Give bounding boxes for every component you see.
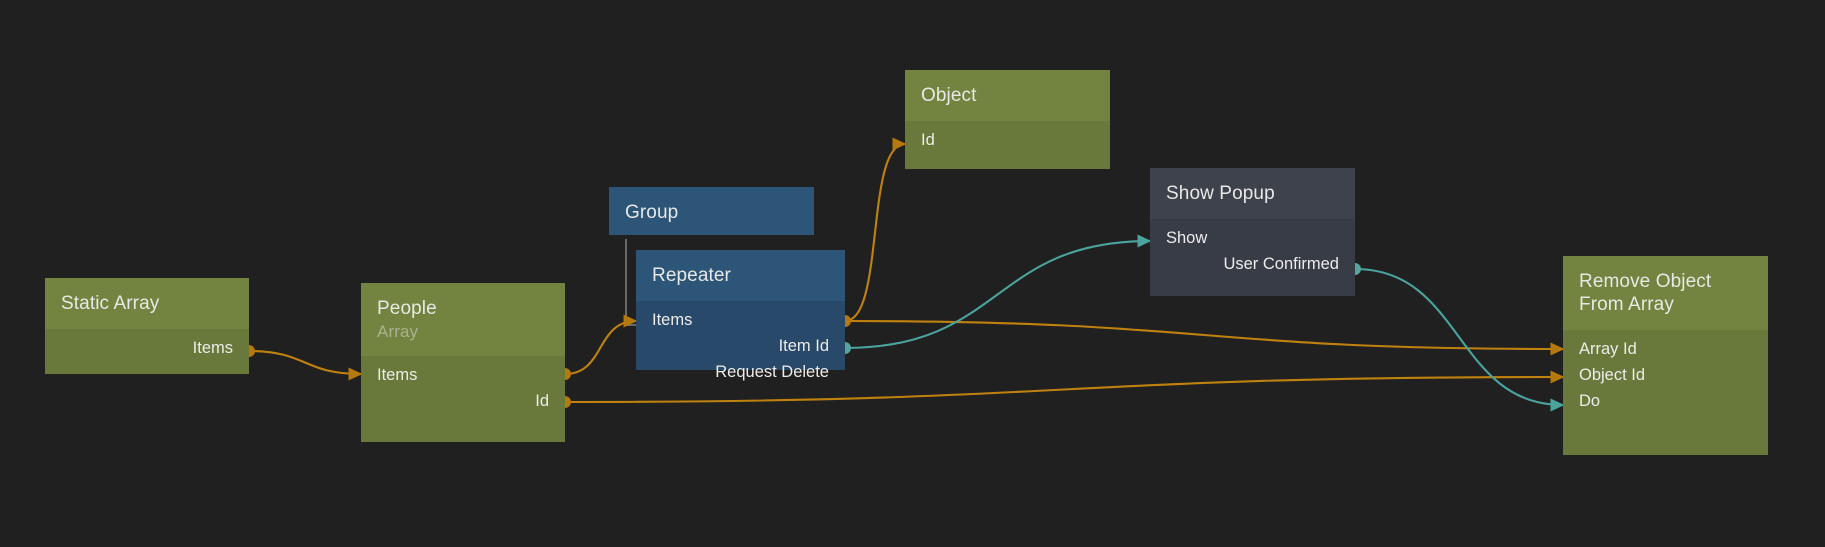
input-port-show-popup-show[interactable]: Show [1166, 229, 1208, 247]
edge-people-items-to-repeater-items[interactable] [564, 314, 638, 376]
node-subtitle-people: Array [377, 322, 419, 341]
input-port-remove-object-from-array-array-id[interactable]: Array Id [1579, 340, 1637, 358]
output-port-static-array-items[interactable]: Items [192, 339, 233, 357]
node-ports-object: Id [905, 121, 1110, 169]
output-port-show-popup-user-confirmed[interactable]: User Confirmed [1223, 255, 1339, 273]
node-ports-static-array: Items [45, 329, 249, 374]
node-title-repeater: Repeater [636, 250, 845, 301]
edge-static-items-to-people-items[interactable] [248, 349, 363, 381]
node-group[interactable]: Group [609, 187, 814, 235]
node-title-remove-object-from-array: Remove Object From Array [1563, 256, 1768, 330]
edge-user-confirmed-to-do[interactable] [1354, 267, 1565, 412]
input-port-people-items[interactable]: Items [377, 366, 418, 384]
node-title-show-popup: Show Popup [1150, 168, 1355, 219]
edge-repeater-requestdelete-to-show[interactable] [844, 234, 1152, 350]
input-port-remove-object-from-array-object-id[interactable]: Object Id [1579, 366, 1646, 384]
output-port-repeater-item-id[interactable]: Item Id [778, 337, 829, 355]
input-port-remove-object-from-array-do[interactable]: Do [1579, 392, 1601, 410]
input-port-repeater-items[interactable]: Items [652, 311, 693, 329]
edge-repeater-itemid-to-object-id-2[interactable] [844, 319, 1565, 356]
node-ports-remove-object-from-array: Array Id Object Id Do [1563, 330, 1768, 455]
node-title-static-array: Static Array [45, 278, 249, 329]
input-port-object-id[interactable]: Id [921, 131, 935, 149]
node-title-object: Object [905, 70, 1110, 121]
edge-repeater-itemid-to-object-id[interactable] [844, 137, 907, 323]
node-title-group: Group [609, 187, 814, 235]
output-port-repeater-request-delete[interactable]: Request Delete [715, 363, 829, 381]
output-port-people-id[interactable]: Id [535, 392, 549, 410]
